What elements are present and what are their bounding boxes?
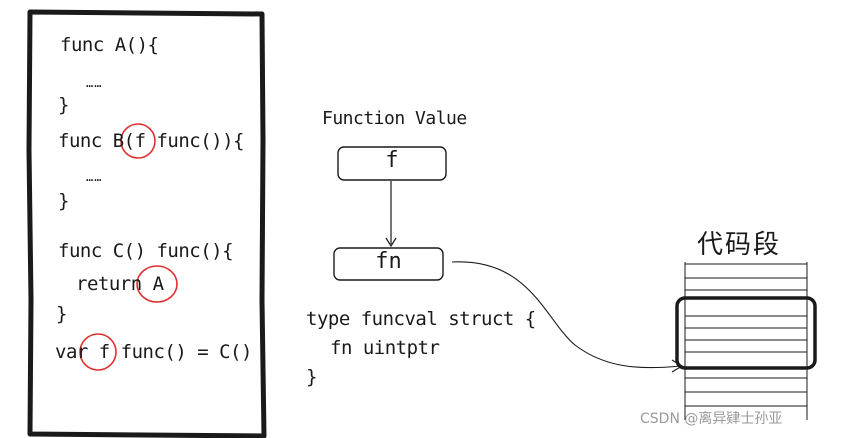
struct-line-field: fn uintptr bbox=[330, 337, 440, 359]
highlight-circle-param-f bbox=[120, 123, 156, 159]
code-line-var-f: var f func() = C() bbox=[55, 341, 252, 363]
box-fn bbox=[333, 247, 444, 281]
code-line-func-b: func B(f func()){ bbox=[58, 130, 244, 152]
arrow-fn-to-code-segment bbox=[451, 261, 681, 369]
code-line-return-a: return A bbox=[76, 273, 164, 295]
struct-line-type: type funcval struct { bbox=[306, 308, 536, 330]
highlight-circle-return-a bbox=[136, 265, 178, 303]
box-f-label: f bbox=[385, 148, 399, 173]
arrow-f-to-fn-head bbox=[385, 237, 397, 248]
code-line-close-c: } bbox=[56, 303, 67, 325]
highlight-circle-var-f bbox=[79, 333, 117, 371]
code-line-ellipsis-b: …… bbox=[86, 170, 103, 184]
watermark-text: CSDN @离异肄士孙亚 bbox=[640, 411, 783, 427]
function-value-title: Function Value bbox=[322, 108, 467, 129]
code-line-close-b: } bbox=[58, 190, 69, 212]
code-panel-border bbox=[26, 9, 267, 438]
struct-line-close: } bbox=[306, 366, 317, 388]
code-segment-label: 代码段 bbox=[697, 230, 782, 260]
box-fn-label: fn bbox=[375, 249, 402, 274]
segment-highlight-region bbox=[675, 296, 817, 370]
code-line-func-a: func A(){ bbox=[60, 34, 159, 56]
code-line-ellipsis-a: …… bbox=[86, 76, 103, 90]
code-line-func-c: func C() func(){ bbox=[58, 240, 234, 262]
code-line-close-a: } bbox=[58, 94, 69, 116]
box-f bbox=[337, 146, 447, 181]
